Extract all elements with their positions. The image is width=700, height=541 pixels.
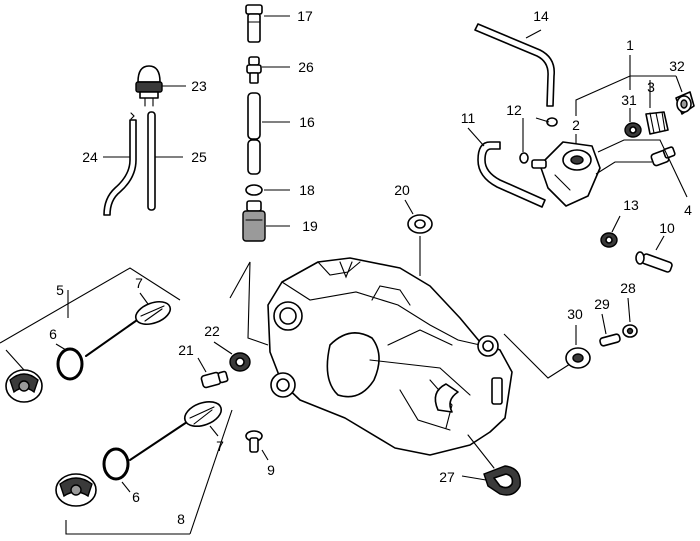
callout-17: 17: [297, 8, 313, 24]
callout-16: 16: [299, 114, 315, 130]
callout-32: 32: [669, 58, 685, 74]
part-27-clip: [467, 434, 521, 496]
callout-5: 5: [56, 282, 64, 298]
callout-3: 3: [647, 79, 655, 95]
part-8-oil-cap: [55, 473, 97, 507]
callout-4: 4: [684, 202, 692, 218]
callout-6-lower: 6: [132, 489, 140, 505]
callout-23: 23: [191, 78, 207, 94]
part-10-pin: [635, 251, 673, 273]
part-7-dipstick-lower: [129, 400, 223, 461]
callout-21: 21: [178, 342, 194, 358]
part-7-dipstick-upper: [85, 300, 172, 357]
callout-22: 22: [204, 323, 220, 339]
callout-11: 11: [461, 110, 476, 126]
part-26-connector: [246, 56, 262, 84]
part-17-fitting: [245, 4, 263, 43]
callout-26: 26: [298, 59, 314, 75]
part-21-screw: [200, 370, 229, 389]
part-crankcase-housing: [267, 257, 513, 456]
part-6-o-ring-lower: [102, 447, 130, 481]
part-11-hose: [477, 141, 546, 208]
callout-19: 19: [302, 218, 318, 234]
part-29-pin: [599, 333, 621, 347]
part-2-oil-pump-body: [531, 141, 601, 207]
callout-29: 29: [594, 296, 610, 312]
callout-18: 18: [299, 182, 315, 198]
part-16-tube: [247, 92, 261, 175]
part-32-cap: [675, 91, 695, 115]
part-9-bolt: [245, 430, 263, 453]
part-22-bushing: [229, 352, 251, 372]
part-12-seal: [519, 117, 558, 164]
part-19-filter: [242, 200, 266, 242]
part-6-o-ring-upper: [56, 347, 84, 381]
callout-2: 2: [572, 117, 580, 133]
callout-31: 31: [621, 92, 637, 108]
callout-12: 12: [506, 102, 522, 118]
callout-labels: 17 26 16 18 19 23 24 25 14 1 31 3 32 2 1…: [49, 8, 692, 527]
callout-13: 13: [623, 197, 639, 213]
part-20-grommet: [407, 214, 433, 234]
part-5-oil-cap: [5, 369, 43, 403]
callout-24: 24: [82, 149, 98, 165]
callout-14: 14: [533, 8, 549, 24]
part-23-primer-bulb: [135, 65, 163, 107]
part-30-grommet: [565, 347, 591, 369]
callout-7-lower: 7: [216, 438, 224, 454]
part-28-washer: [622, 324, 638, 338]
part-24-hose: [103, 112, 137, 216]
part-14-hose: [474, 23, 556, 107]
part-25-hose: [147, 111, 156, 211]
part-31-washer: [624, 122, 642, 138]
callout-28: 28: [620, 280, 636, 296]
callout-25: 25: [191, 149, 207, 165]
callout-10: 10: [659, 220, 675, 236]
callout-8: 8: [177, 511, 185, 527]
callout-9: 9: [267, 462, 275, 478]
callout-20: 20: [394, 182, 410, 198]
part-3-spring: [645, 111, 669, 135]
callout-30: 30: [567, 306, 583, 322]
callout-6-upper: 6: [49, 326, 57, 342]
callout-7-upper: 7: [135, 275, 143, 291]
part-18-ring: [245, 184, 263, 196]
part-13-grommet: [600, 232, 618, 248]
callout-27: 27: [439, 469, 455, 485]
callout-1: 1: [626, 37, 634, 53]
